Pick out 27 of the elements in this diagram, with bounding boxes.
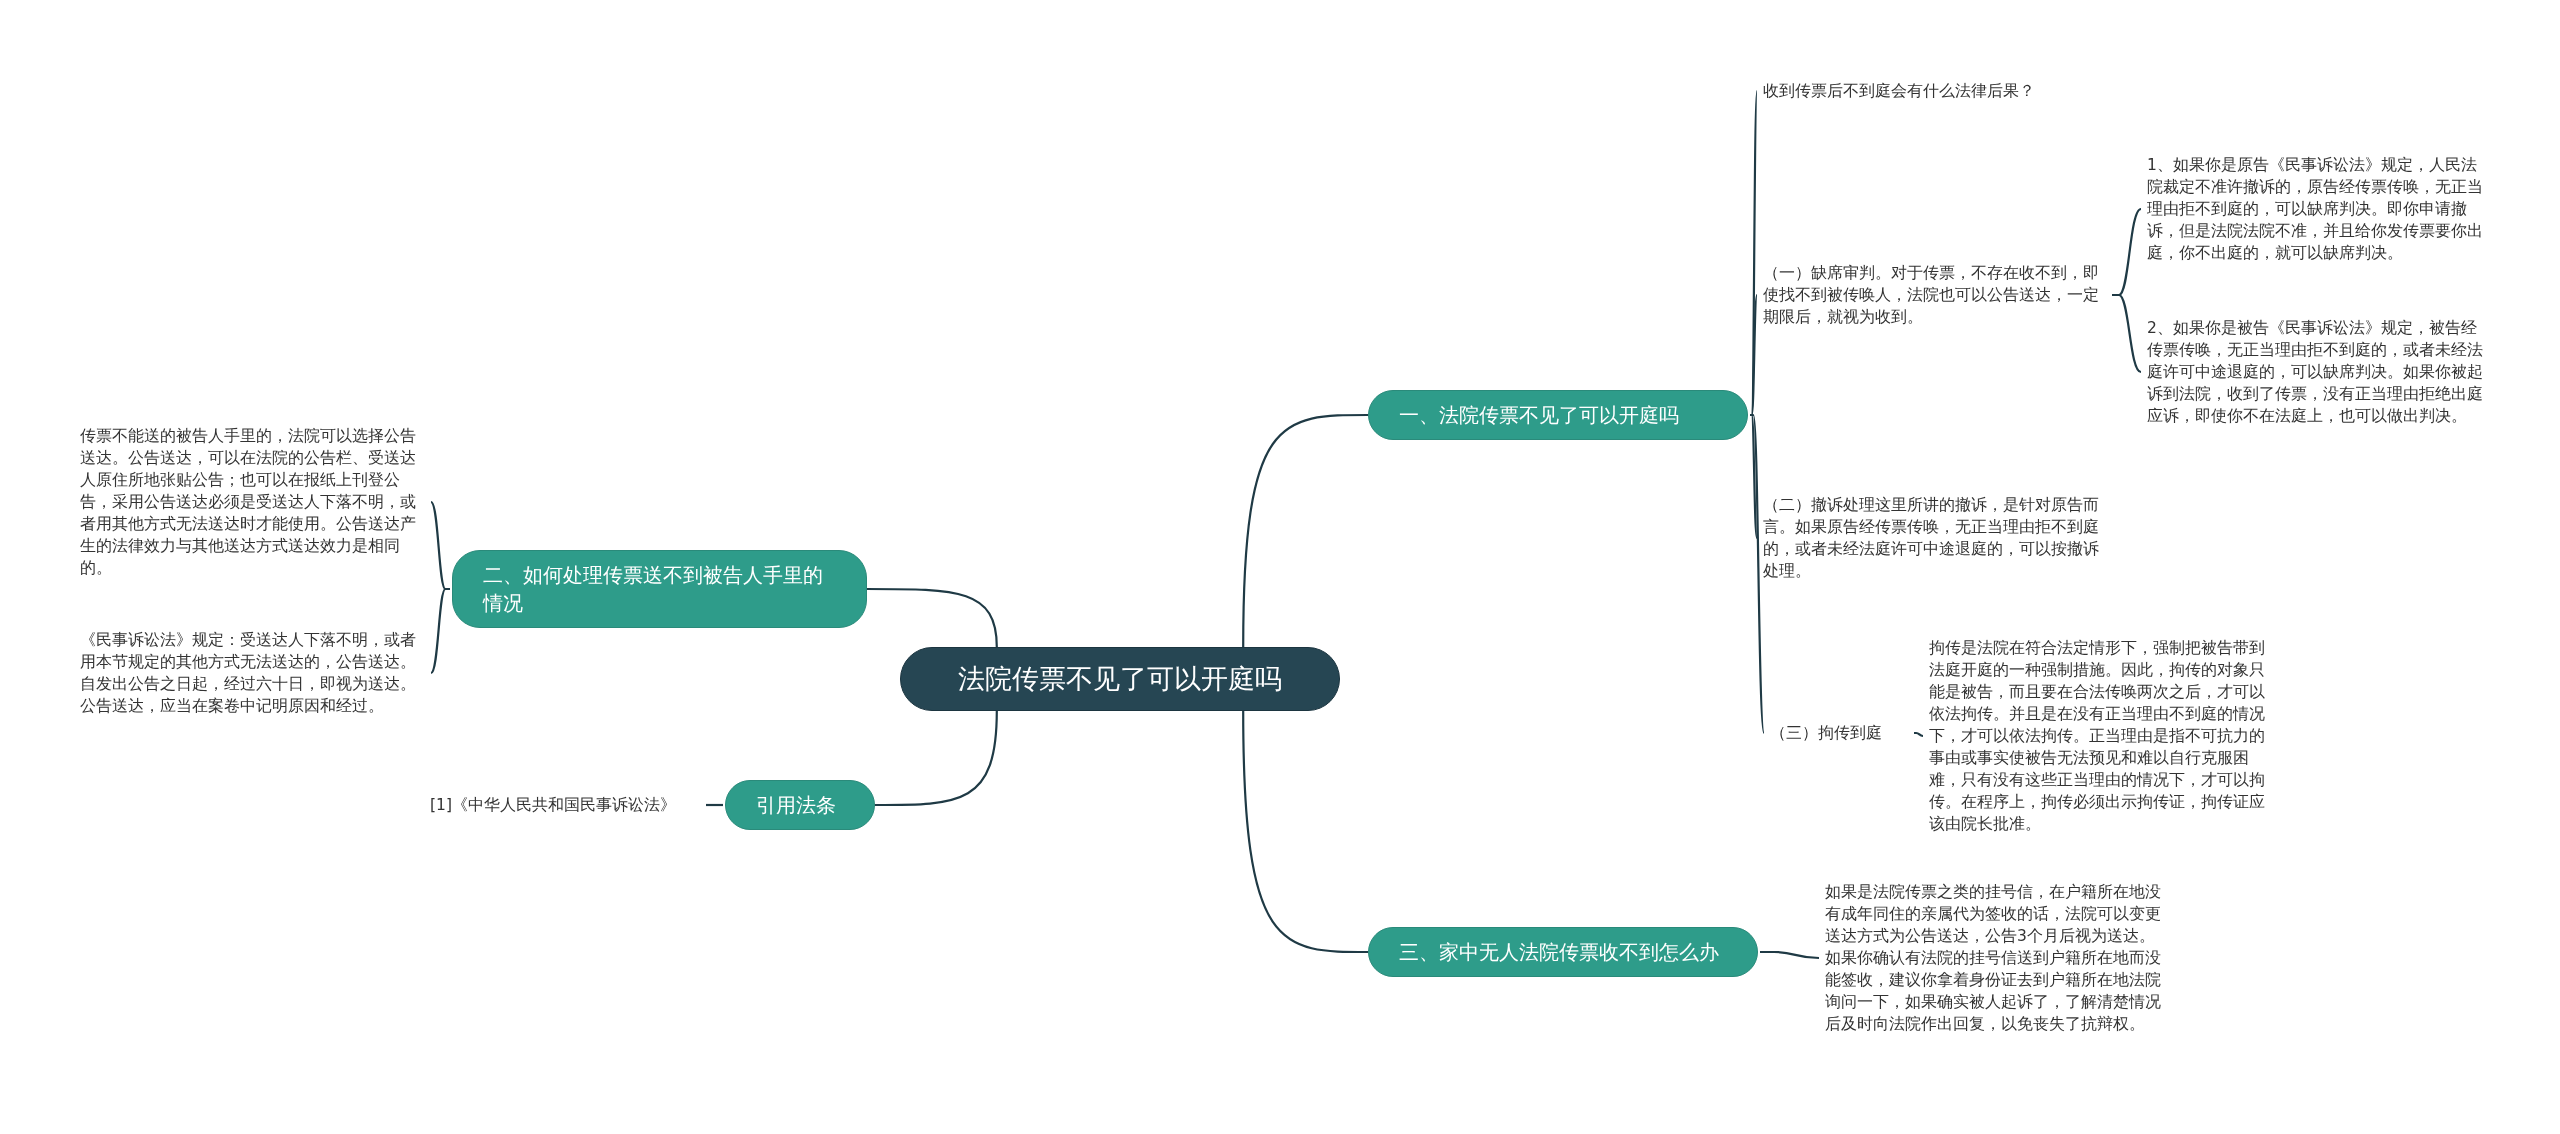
connector-line bbox=[1749, 413, 1759, 539]
connector-line bbox=[2112, 293, 2142, 373]
connector-line bbox=[1242, 711, 1368, 954]
topic-box: 引用法条 bbox=[725, 780, 875, 830]
topic-box: 一、法院传票不见了可以开庭吗 bbox=[1368, 390, 1748, 440]
connector-line bbox=[875, 710, 998, 807]
note-text: （一）缺席审判。对于传票，不存在收不到，即使找不到被传唤人，法院也可以公告送达，一定期限后，就视为收到。 bbox=[1763, 262, 2108, 328]
connector-line bbox=[1760, 950, 1820, 960]
note-text: （三）拘传到庭 bbox=[1770, 722, 1910, 744]
connector-line bbox=[706, 803, 723, 807]
connector-line bbox=[867, 587, 998, 648]
note-text: 拘传是法院在符合法定情形下，强制把被告带到法庭开庭的一种强制措施。因此，拘传的对象只能是被告，而且要在合法传唤两次之后，才可以依法拘传。并且是在没有正当理由不到庭的情况下，才可以依法拘传。正当理由是指不可抗力的事由或事实使被告无法预见和难以自行克服困难，只有没有这些正当理由的情况下，才可以拘传。在程序上，拘传必须出示拘传证，拘传证应该由院长批准。 bbox=[1929, 637, 2279, 835]
topic-box: 二、如何处理传票送不到被告人手里的情况 bbox=[452, 550, 867, 628]
central-topic-box: 法院传票不见了可以开庭吗 bbox=[900, 647, 1340, 711]
note-text: （二）撤诉处理这里所讲的撤诉，是针对原告而言。如果原告经传票传唤，无正当理由拒不到庭的，或者未经法庭许可中途退庭的，可以按撤诉处理。 bbox=[1763, 494, 2113, 582]
connector-line bbox=[1914, 731, 1924, 738]
topic-box: 三、家中无人法院传票收不到怎么办 bbox=[1368, 927, 1758, 977]
note-text: [1]《中华人民共和国民事诉讼法》 bbox=[430, 794, 700, 816]
note-text: 收到传票后不到庭会有什么法律后果？ bbox=[1763, 80, 2183, 102]
note-text: 《民事诉讼法》规定：受送达人下落不明，或者用本节规定的其他方式无法送达的，公告送达。自发出公告之日起，经过六十日，即视为送达。公告送达，应当在案卷中记明原因和经过。 bbox=[80, 629, 425, 717]
connector-line bbox=[1749, 294, 1759, 417]
note-text: 2、如果你是被告《民事诉讼法》规定，被告经传票传唤，无正当理由拒不到庭的，或者未经法庭许可中途退庭的，可以缺席判决。如果你被起诉到法院，收到了传票，没有正当理由拒绝出庭应诉，即使你不在法庭上，也可以做出判决。 bbox=[2147, 317, 2492, 427]
note-text: 1、如果你是原告《民事诉讼法》规定，人民法院裁定不准许撤诉的，原告经传票传唤，无正当理由拒不到庭的，可以缺席判决。即你申请撤诉，但是法院法院不准，并且给你发传票要你出庭，你不出庭的，就可以缺席判决。 bbox=[2147, 154, 2492, 264]
note-text: 如果是法院传票之类的挂号信，在户籍所在地没有成年同住的亲属代为签收的话，法院可以变更送达方式为公告送达，公告3个月后视为送达。如果你确认有法院的挂号信送到户籍所在地而没能签收，建议你拿着身份证去到户籍所在地法院询问一下，如果确实被人起诉了，了解清楚情况后及时向法院作出回复，以免丧失了抗辩权。 bbox=[1825, 881, 2170, 1035]
connector-line bbox=[1242, 413, 1368, 647]
note-text: 传票不能送的被告人手里的，法院可以选择公告送达。公告送达，可以在法院的公告栏、受送达人原住所地张贴公告；也可以在报纸上刊登公告，采用公告送达必须是受送达人下落不明，或者用其他方式无法送达时才能使用。公告送达产生的法律效力与其他送达方式送达效力是相同的。 bbox=[80, 425, 425, 579]
connector-line bbox=[1750, 413, 1766, 734]
